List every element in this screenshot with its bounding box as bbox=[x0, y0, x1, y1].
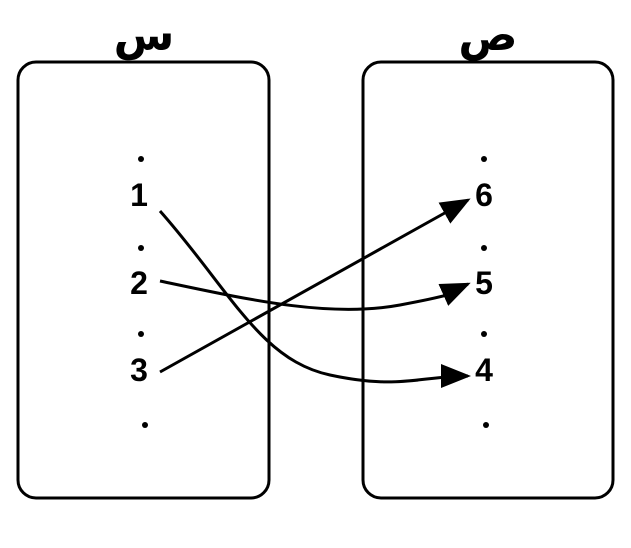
codomain-dot-1 bbox=[481, 245, 487, 251]
codomain-set-box bbox=[361, 60, 615, 500]
codomain-element-4: 4 bbox=[475, 352, 493, 388]
arrow-3-to-6 bbox=[159, 198, 471, 374]
domain-element-3: 3 bbox=[130, 352, 148, 388]
codomain-dot-top bbox=[481, 156, 487, 162]
codomain-dot-bottom bbox=[483, 422, 489, 428]
domain-dot-bottom bbox=[142, 422, 148, 428]
domain-element-2: 2 bbox=[130, 265, 148, 301]
codomain-element-5: 5 bbox=[475, 265, 493, 301]
codomain-element-6: 6 bbox=[475, 177, 493, 213]
domain-dot-1 bbox=[138, 245, 144, 251]
domain-dot-2 bbox=[138, 331, 144, 337]
domain-element-1: 1 bbox=[130, 177, 148, 213]
domain-set-box bbox=[16, 60, 271, 500]
codomain-set-title: ص bbox=[458, 10, 517, 61]
codomain-dot-2 bbox=[481, 331, 487, 337]
domain-set-title: س bbox=[114, 10, 175, 61]
arrow-1-to-4 bbox=[158, 210, 471, 389]
domain-dot-top bbox=[138, 156, 144, 162]
arrow-2-to-5 bbox=[159, 279, 471, 311]
